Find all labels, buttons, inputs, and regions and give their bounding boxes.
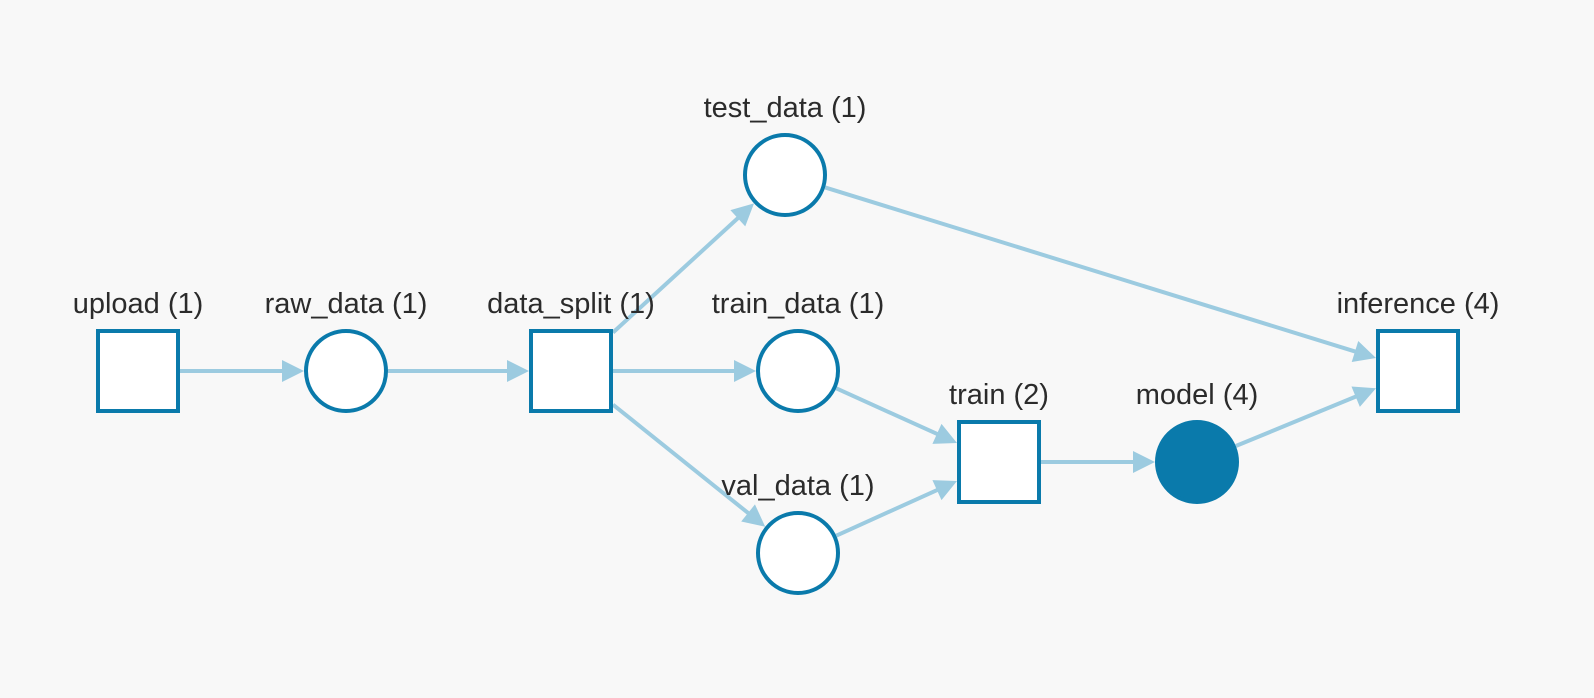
edge-line	[835, 386, 940, 437]
edge-raw_data-to-data_split	[388, 360, 529, 382]
artifact-circle-icon[interactable]	[743, 133, 827, 217]
edge-data_split-to-val_data	[611, 403, 766, 527]
artifact-circle-icon[interactable]	[756, 329, 840, 413]
arrowhead-icon	[1351, 386, 1376, 407]
edge-val_data-to-train	[835, 480, 957, 538]
node-data-split[interactable]: data_split (1)	[487, 288, 655, 413]
arrowhead-icon	[282, 360, 304, 382]
edge-line	[611, 403, 751, 516]
node-test-data[interactable]: test_data (1)	[704, 92, 867, 217]
node-inference[interactable]: inference (4)	[1337, 288, 1500, 413]
nodes-layer: upload (1) raw_data (1) data_split (1) test…	[73, 92, 1500, 595]
node-label: val_data (1)	[721, 470, 874, 502]
arrowhead-icon	[734, 360, 756, 382]
edge-upload-to-raw_data	[180, 360, 304, 382]
edge-line	[611, 215, 741, 335]
node-val-data[interactable]: val_data (1)	[721, 470, 875, 595]
edge-line	[1235, 394, 1359, 448]
node-label: model (4)	[1136, 379, 1259, 411]
node-model[interactable]: model (4)	[1136, 379, 1259, 504]
node-train[interactable]: train (2)	[949, 379, 1049, 504]
selected-artifact-circle-icon[interactable]	[1155, 420, 1239, 504]
node-label: upload (1)	[73, 288, 204, 320]
arrowhead-icon	[932, 423, 957, 444]
node-train-data[interactable]: train_data (1)	[712, 288, 885, 413]
arrowhead-icon	[1133, 451, 1155, 473]
step-square-icon[interactable]	[1376, 329, 1460, 413]
arrowhead-icon	[1351, 340, 1376, 362]
step-square-icon[interactable]	[957, 420, 1041, 504]
arrowhead-icon	[932, 480, 957, 501]
edge-test_data-to-inference	[824, 185, 1376, 362]
node-label: test_data (1)	[704, 92, 867, 124]
node-label: train_data (1)	[712, 288, 885, 320]
edge-train-to-model	[1041, 451, 1155, 473]
artifact-circle-icon[interactable]	[304, 329, 388, 413]
arrowhead-icon	[741, 504, 766, 527]
edge-data_split-to-train_data	[613, 360, 756, 382]
edge-train_data-to-train	[835, 386, 957, 444]
edge-data_split-to-test_data	[611, 203, 755, 335]
edges-layer	[180, 185, 1376, 538]
edge-line	[824, 185, 1358, 354]
step-square-icon[interactable]	[96, 329, 180, 413]
arrowhead-icon	[730, 203, 755, 227]
node-raw-data[interactable]: raw_data (1)	[265, 288, 428, 413]
node-label: train (2)	[949, 379, 1049, 411]
node-label: inference (4)	[1337, 288, 1500, 320]
step-square-icon[interactable]	[529, 329, 613, 413]
node-label: raw_data (1)	[265, 288, 428, 320]
arrowhead-icon	[507, 360, 529, 382]
edge-model-to-inference	[1235, 386, 1376, 448]
node-label: data_split (1)	[487, 288, 655, 320]
artifact-circle-icon[interactable]	[756, 511, 840, 595]
node-upload[interactable]: upload (1)	[73, 288, 204, 413]
edge-line	[835, 487, 940, 538]
